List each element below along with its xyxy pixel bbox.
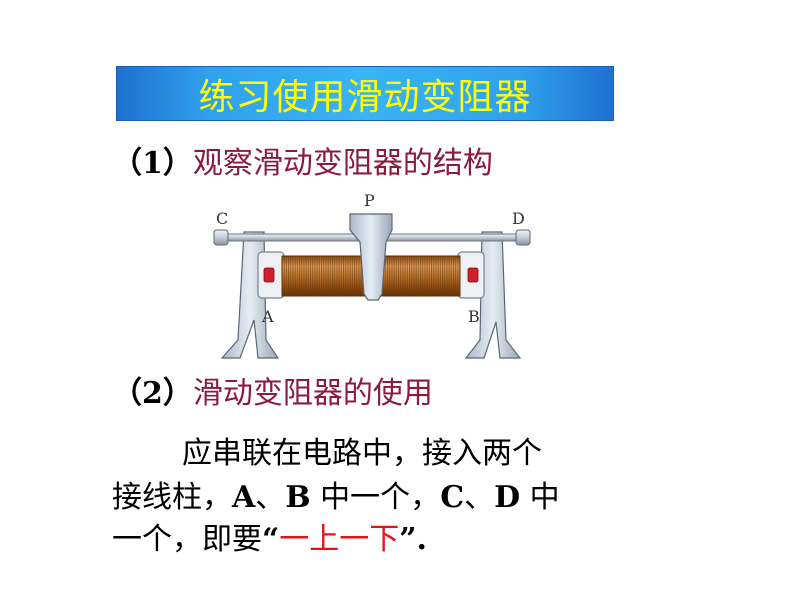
section-2-text: 滑动变阻器的使用: [192, 376, 433, 411]
paragraph-line-1: 应串联在电路中，接入两个: [182, 436, 542, 471]
right-stand: [464, 231, 522, 359]
terminal-b-ref: B: [285, 480, 311, 515]
section-2-heading: （2）滑动变阻器的使用: [112, 376, 433, 412]
slider-p: [349, 213, 393, 301]
close-quote: ”.: [399, 522, 427, 557]
terminal-b: [467, 267, 479, 283]
page-title: 练习使用滑动变阻器: [198, 76, 532, 118]
open-quote: “: [262, 522, 280, 557]
section-2-number: （2）: [112, 376, 193, 411]
label-c: C: [216, 209, 228, 228]
highlight-phrase: 一上一下: [279, 522, 400, 557]
label-b: B: [468, 307, 480, 326]
paragraph-line-2: 接线柱，A、B 中一个，C、D 中: [112, 480, 560, 516]
line2-sep-1: 、: [255, 480, 286, 515]
section-1-heading: （1）观察滑动变阻器的结构: [112, 146, 493, 182]
section-1-text: 观察滑动变阻器的结构: [192, 146, 493, 181]
label-p: P: [364, 191, 375, 210]
terminal-d: [515, 229, 531, 246]
terminal-c-ref: C: [440, 480, 465, 515]
line2-part-i: 中: [520, 480, 560, 515]
line2-sep-2: 、: [464, 480, 495, 515]
rheostat-diagram: C D P A B: [213, 191, 531, 359]
paragraph-line-3: 一个，即要“一上一下”.: [112, 522, 427, 558]
terminal-a: [263, 267, 275, 283]
section-1-number: （1）: [112, 146, 193, 181]
line2-part-a: 接线柱，: [112, 480, 232, 515]
title-banner: 练习使用滑动变阻器: [116, 66, 614, 121]
line2-part-e: 中一个，: [310, 480, 441, 515]
terminal-a-ref: A: [232, 480, 256, 515]
label-a: A: [261, 307, 274, 326]
line3-part-a: 一个，即要: [112, 522, 262, 557]
terminal-d-ref: D: [494, 480, 521, 515]
terminal-c: [213, 229, 229, 246]
label-d: D: [512, 209, 525, 228]
